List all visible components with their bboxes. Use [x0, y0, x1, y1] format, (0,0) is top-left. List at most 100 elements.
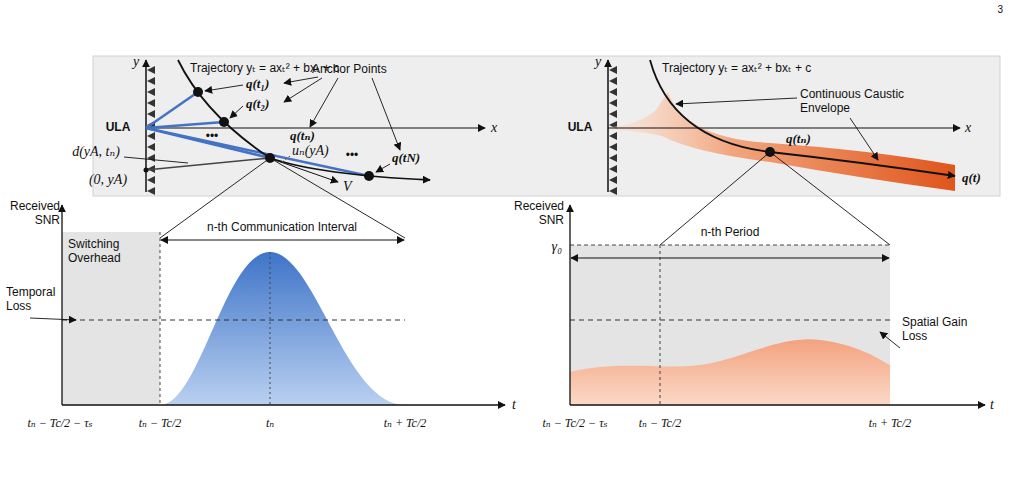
antenna-element	[609, 154, 617, 162]
antenna-element	[147, 176, 155, 184]
snr-hump	[160, 252, 405, 405]
dashed-marker	[660, 245, 661, 405]
math-symbol: γ₀	[552, 239, 562, 255]
math-symbol: y	[595, 54, 601, 70]
point-label: q(t)	[962, 171, 981, 186]
y-axis	[569, 205, 570, 405]
point-label: q(tₙ)	[288, 129, 317, 144]
dashed-marker	[270, 252, 271, 405]
t-axis	[62, 404, 505, 405]
y-axis	[61, 205, 62, 405]
x-axis	[608, 127, 960, 128]
text-label: n-th Communication Interval	[207, 221, 357, 235]
threshold-line	[570, 320, 890, 321]
tick-label: tₙ	[266, 417, 274, 431]
text-label: Trajectory yₜ = axₜ² + bxₜ + c	[662, 62, 811, 76]
text-label: Continuous Caustic Envelope	[800, 88, 915, 116]
antenna-element	[609, 143, 617, 151]
point-label: q(tₙ)	[786, 132, 811, 147]
illustration-part	[146, 122, 224, 128]
math-symbol: y	[133, 54, 139, 70]
direction-mark	[282, 156, 290, 162]
text-label: Received SNR	[506, 200, 564, 228]
tick-label: tₙ + Tc/2	[869, 417, 912, 431]
leader-line	[30, 318, 76, 320]
text-label: Switching Overhead	[68, 238, 158, 266]
ula-array	[609, 66, 617, 195]
illustration-part	[193, 87, 203, 97]
text-label: •••	[206, 130, 219, 144]
illustration-part	[660, 152, 770, 245]
math-symbol: x	[965, 120, 971, 136]
array-label: ULA	[568, 121, 593, 135]
antenna-element	[609, 176, 617, 184]
antenna-element	[147, 77, 155, 85]
leader-line	[880, 332, 900, 348]
panel-background	[93, 56, 1000, 196]
link-lines	[160, 152, 890, 245]
math-symbol: (0, yA)	[89, 172, 127, 188]
illustration-part	[310, 78, 338, 127]
antenna-element	[147, 187, 155, 195]
math-symbol: d(yA, tₙ)	[72, 144, 120, 160]
threshold-line	[62, 320, 405, 321]
illustration-part	[124, 157, 188, 163]
antenna-element	[147, 99, 155, 107]
trajectory-curve	[178, 60, 430, 180]
antenna-element	[147, 66, 155, 74]
illustration-part	[284, 77, 318, 83]
period-arrow	[571, 258, 889, 259]
antenna-element	[147, 143, 155, 151]
illustration-part	[205, 85, 243, 91]
text-label: Temporal Loss	[6, 286, 62, 314]
distance-line	[146, 158, 270, 170]
antenna-element	[147, 132, 155, 140]
illustration-part	[376, 164, 390, 172]
point-label: q(t₁)	[246, 77, 269, 92]
text-label: •••	[346, 149, 359, 163]
text-label: n-th Period	[701, 226, 760, 240]
tick-label: tₙ − Tc/2	[139, 417, 182, 431]
tick-label: tₙ + Tc/2	[384, 417, 427, 431]
text-label: Spatial Gain Loss	[902, 316, 990, 344]
trajectory-curve	[650, 60, 955, 176]
text-label: Received SNR	[2, 200, 60, 228]
math-symbol: V	[343, 179, 352, 195]
beam-lines	[146, 92, 369, 176]
array-label: ULA	[106, 121, 131, 135]
interval-arrow	[161, 240, 404, 241]
caustic-envelope	[612, 92, 955, 191]
illustration-part	[770, 152, 890, 245]
gain-region	[570, 245, 890, 405]
antenna-element	[147, 88, 155, 96]
tick-label: tₙ − Tc/2 − τₛ	[28, 417, 93, 431]
antenna-element	[609, 77, 617, 85]
point-label: q(tN)	[392, 151, 420, 166]
illustration-part	[146, 92, 198, 128]
antenna-element	[147, 110, 155, 118]
antenna-element	[147, 154, 155, 162]
snr-curve	[570, 339, 890, 405]
antenna-element	[609, 99, 617, 107]
math-symbol: t	[512, 397, 516, 413]
antenna-point	[144, 168, 149, 173]
anchor-points	[193, 87, 374, 181]
dashed-marker	[160, 232, 161, 405]
math-symbol: t	[990, 397, 994, 413]
illustration-part	[284, 78, 322, 102]
illustration-part	[850, 118, 878, 160]
tick-label: tₙ − Tc/2	[639, 417, 682, 431]
math-symbol: uₙ(yA)	[292, 143, 329, 159]
t-axis	[570, 404, 985, 405]
page-number: 3	[997, 4, 1003, 16]
illustration-part	[146, 128, 369, 176]
leader-lines	[124, 77, 400, 172]
illustration-part	[364, 171, 374, 181]
illustration-part	[219, 117, 229, 127]
y-axis	[607, 60, 609, 192]
overhead-region	[62, 232, 160, 405]
math-symbol: x	[491, 120, 497, 136]
